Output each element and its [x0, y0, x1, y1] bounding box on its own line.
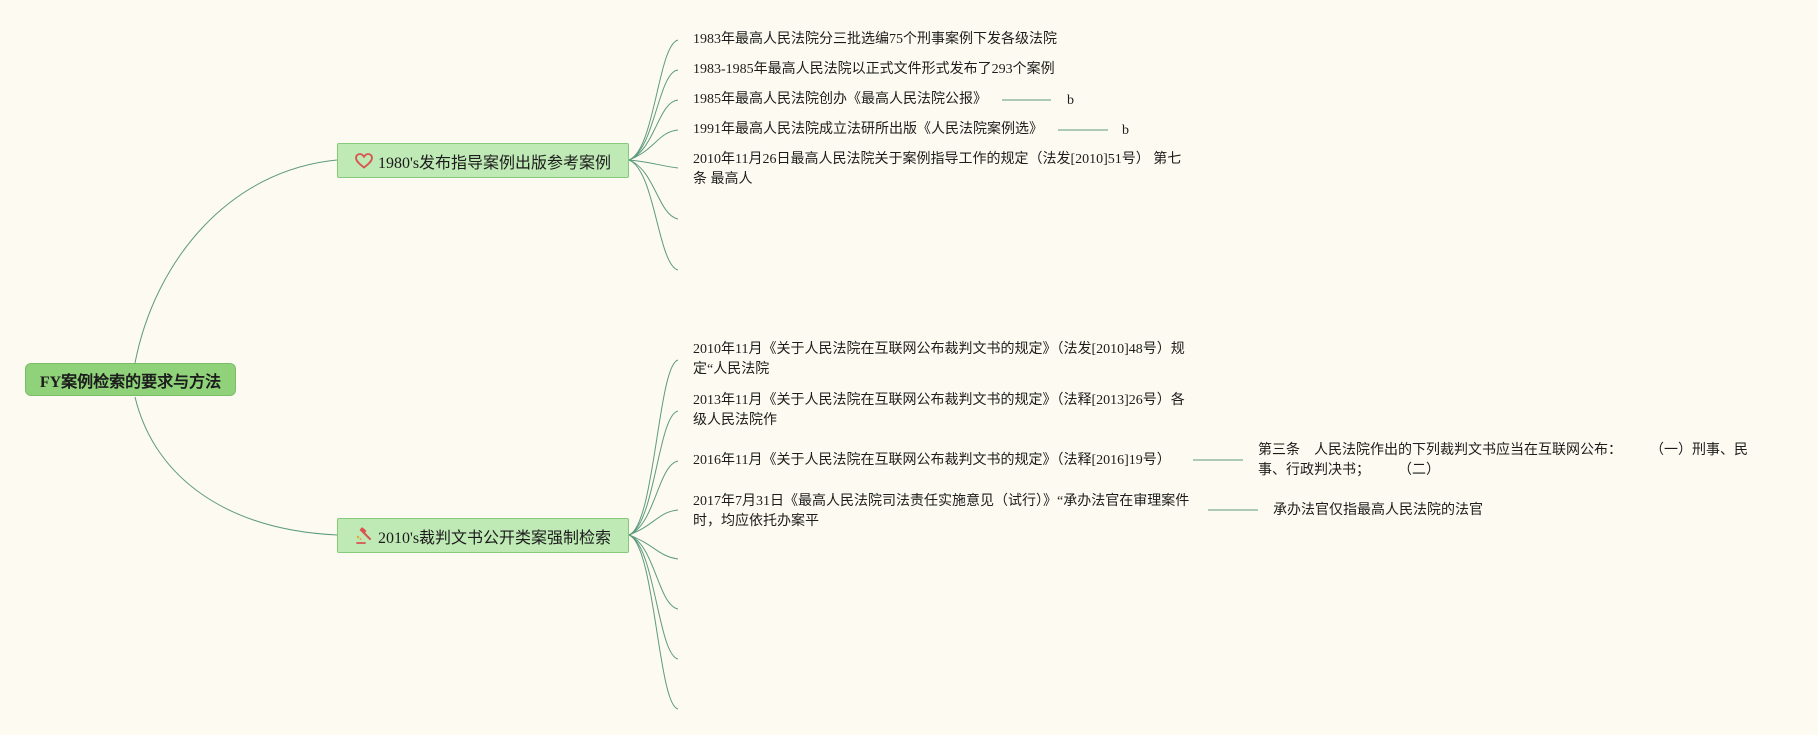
topic-2010-guiding-cases[interactable]: 2010年11月26日最高人民法院关于案例指导工作的规定（法发[2010]51号…	[693, 152, 1182, 187]
topic-1991-case-selection[interactable]: 1991年最高人民法院成立法研所出版《人民法院案例选》	[693, 122, 1043, 137]
connector-b1-empty-2	[628, 159, 679, 271]
connector-b2-leaf-3	[628, 460, 679, 536]
topic-1983-criminal-cases[interactable]: 1983年最高人民法院分三批选编75个刑事案例下发各级法院	[693, 32, 1057, 47]
connector-b2-empty-1	[628, 534, 679, 560]
root-topic-label: FY案例检索的要求与方法	[39, 373, 222, 391]
branch-topic-2010s[interactable]: 2010's裁判文书公开类案强制检索	[337, 518, 629, 553]
branch-topic-label: 1980's发布指导案例出版参考案例	[377, 154, 612, 172]
branch-topic-1980s[interactable]: 1980's发布指导案例出版参考案例	[337, 143, 629, 178]
subtopic-presiding-judge[interactable]: 承办法官仅指最高人民法院的法官	[1273, 503, 1483, 518]
connector-b2-leaf-4	[628, 509, 679, 536]
connector-b2-empty-3	[628, 534, 679, 660]
topic-2016-judgment-publication[interactable]: 2016年11月《关于人民法院在互联网公布裁判文书的规定》（法释[2016]19…	[693, 453, 1171, 468]
connector-b1-leaf-3	[628, 99, 679, 161]
topic-2017-judicial-responsibility[interactable]: 2017年7月31日《最高人民法院司法责任实施意见（试行）》“承办法官在审理案件…	[693, 494, 1190, 529]
root-topic[interactable]: FY案例检索的要求与方法	[25, 363, 236, 396]
connector-b2-leaf-1	[628, 359, 679, 536]
topic-2013-judgment-publication[interactable]: 2013年11月《关于人民法院在互联网公布裁判文书的规定》（法释[2013]26…	[693, 393, 1185, 428]
subtopic-1991-case-selection[interactable]: b	[1122, 123, 1129, 138]
branch-topic-label: 2010's裁判文书公开类案强制检索	[377, 529, 612, 547]
connector-b1-leaf-1	[628, 39, 679, 161]
topic-1985-gazette[interactable]: 1985年最高人民法院创办《最高人民法院公报》	[693, 92, 987, 107]
subtopic-article-three[interactable]: 第三条 人民法院作出的下列裁判文书应当在互联网公布： （一）刑事、民事、行政判决…	[1258, 443, 1748, 478]
hammer-icon	[355, 526, 373, 545]
subtopic-1985-gazette[interactable]: b	[1067, 93, 1074, 108]
heart-icon	[355, 152, 373, 169]
connector-b1-leaf-4	[628, 129, 679, 161]
topic-2010-judgment-publication[interactable]: 2010年11月《关于人民法院在互联网公布裁判文书的规定》（法发[2010]48…	[693, 342, 1185, 377]
connector-b2-leaf-2	[628, 410, 679, 536]
connector-b1-leaf-2	[628, 69, 679, 161]
topic-1983-1985-cases[interactable]: 1983-1985年最高人民法院以正式文件形式发布了293个案例	[693, 62, 1055, 77]
connector-b1-leaf-5	[628, 159, 679, 169]
connector-b2-empty-4	[628, 534, 679, 710]
connector-b2-empty-2	[628, 534, 679, 610]
connector-root-branch-1	[134, 159, 338, 364]
connector-b1-empty-1	[628, 159, 679, 220]
connector-root-branch-2	[134, 396, 338, 536]
